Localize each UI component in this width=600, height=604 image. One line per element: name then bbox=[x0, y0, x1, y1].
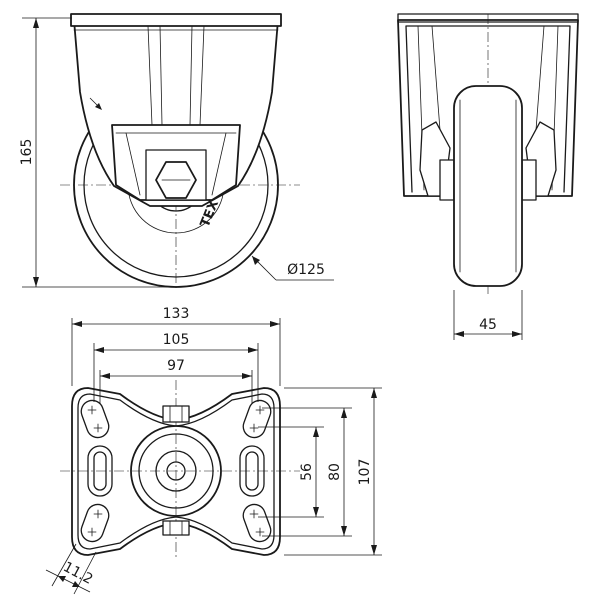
dim-165-arrow-bottom bbox=[33, 277, 39, 287]
dim-wheel-width-label: 45 bbox=[479, 317, 497, 333]
dim-plate-length-label: 133 bbox=[163, 306, 190, 322]
dim-97-arrow-right bbox=[242, 373, 252, 379]
fork-rib-right bbox=[199, 25, 205, 126]
top-plate-front bbox=[397, 13, 579, 23]
dim-height-label: 165 bbox=[19, 139, 35, 166]
axle-spacer-left bbox=[439, 159, 455, 201]
dim-80-arrow-bottom bbox=[341, 526, 347, 536]
top-plate-inner bbox=[77, 393, 275, 550]
axle-spacer-right bbox=[521, 159, 537, 201]
top-plate-outline bbox=[71, 387, 281, 556]
dim-cross-inner-label: 56 bbox=[299, 463, 315, 481]
fork-rib-left bbox=[147, 25, 153, 126]
front-view: 45 bbox=[397, 13, 579, 340]
axle-boss-chamfer-right bbox=[211, 132, 227, 196]
bolt-hole-top-right bbox=[242, 399, 272, 439]
bolt-hole-bottom-right bbox=[242, 503, 272, 543]
side-view: TEX 165 Ø125 bbox=[19, 13, 334, 290]
dim-diameter-label: Ø125 bbox=[287, 262, 325, 278]
dim-11-2-line bbox=[45, 569, 91, 593]
wheel-front bbox=[453, 85, 523, 287]
dim-bolt-spacing-inner-label: 97 bbox=[167, 358, 185, 374]
dim-107-arrow-bottom bbox=[371, 545, 377, 555]
dim-11-2-arrow-right bbox=[72, 581, 80, 587]
dim-105-arrow-left bbox=[94, 347, 104, 353]
fork-front-inner bbox=[405, 25, 571, 193]
dim-97-arrow-left bbox=[100, 373, 110, 379]
dim-plate-width-label: 107 bbox=[357, 459, 373, 486]
dim-11-2-ext-left bbox=[51, 543, 77, 587]
dim-133-arrow-left bbox=[72, 321, 82, 327]
center-boss-ring bbox=[138, 433, 214, 509]
slot-right-outer bbox=[239, 445, 265, 497]
plan-view: 133 105 97 107 80 56 bbox=[45, 306, 382, 595]
dim-105-arrow-right bbox=[248, 347, 258, 353]
center-boss-outer bbox=[130, 425, 222, 517]
dim-diameter-arrow bbox=[252, 256, 260, 265]
center-boss-hole bbox=[166, 461, 186, 481]
fork-leader-arrow bbox=[95, 103, 102, 110]
nut-bottom bbox=[162, 520, 190, 536]
fork-front-rib-right bbox=[535, 25, 545, 131]
fork-front-rib-left bbox=[431, 25, 441, 131]
dim-cross-outer-label: 80 bbox=[327, 463, 343, 481]
top-plate-side bbox=[70, 13, 282, 27]
dim-80-arrow-top bbox=[341, 408, 347, 418]
slot-left-outer bbox=[87, 445, 113, 497]
dim-56-arrow-top bbox=[313, 427, 319, 437]
dim-11-2-arrow-left bbox=[58, 576, 66, 582]
dim-107-arrow-top bbox=[371, 388, 377, 398]
slot-left-inner bbox=[93, 451, 107, 491]
fork-rib-left-inner bbox=[159, 25, 163, 126]
dim-45-arrow-right bbox=[512, 331, 522, 337]
bolt-hole-top-left bbox=[80, 399, 110, 439]
axle-boss-chamfer-left bbox=[125, 132, 141, 196]
slot-right-inner bbox=[245, 451, 259, 491]
dim-133-arrow-right bbox=[270, 321, 280, 327]
dim-56-arrow-bottom bbox=[313, 507, 319, 517]
nut-top bbox=[162, 405, 190, 423]
bolt-hole-bottom-left bbox=[80, 503, 110, 543]
dim-165-arrow-top bbox=[33, 18, 39, 28]
center-boss-hub bbox=[155, 450, 197, 492]
dim-45-arrow-left bbox=[454, 331, 464, 337]
dim-bolt-spacing-outer-label: 105 bbox=[163, 332, 190, 348]
fork-rib-right-inner bbox=[189, 25, 193, 126]
